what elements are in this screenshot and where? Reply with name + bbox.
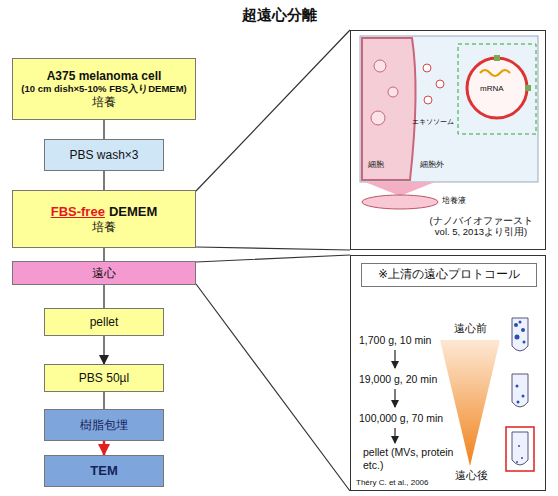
figure-label: 培養液 [442,196,466,206]
process-box: A375 melanoma cell(10 cm dish×5-10% FBS入… [12,58,196,120]
panel-text: Théry C. et al., 2006 [356,478,428,488]
zoom-line [196,255,350,491]
figure-label: 細胞 [368,160,384,170]
box-text: DEMEM [109,204,157,220]
flow-connector [103,285,104,308]
header-box: ※上清の遠心プロトコール [361,263,537,287]
panel-text: 19,000 g, 20 min [359,373,437,386]
box-text: TEM [90,463,117,479]
box-text: PBS wash×3 [69,148,138,162]
box-text: 培養 [92,95,116,109]
box-text: pellet [90,315,119,329]
process-box: PBS wash×3 [44,139,164,171]
box-content: pellet [90,315,119,329]
panel-text: 遠心前 [454,322,487,335]
flow-connector [103,171,104,190]
box-text: FBS-free [51,204,105,220]
text-row: 培養 [92,220,116,234]
box-content: PBS wash×3 [69,148,138,162]
box-content: PBS 50µl [79,371,129,385]
box-content: TEM [90,463,117,479]
panel-text: 遠心後 [455,469,488,482]
box-content: 遠心 [92,266,116,280]
diagram-title: 超遠心分離 [0,6,558,24]
figure-label: 細胞外 [420,160,444,170]
flow-connector [103,248,104,261]
panel-text: (ナノバイオファースト vol. 5, 2013より引用) [421,215,541,238]
process-box: PBS 50µl [44,364,164,392]
zoom-line [196,30,350,250]
flow-connector [103,441,106,455]
box-content: A375 melanoma cell(10 cm dish×5-10% FBS入… [21,69,186,109]
figure-panel: (ナノバイオファースト vol. 5, 2013より引用) [350,30,546,250]
panel-text: 100,000 g, 70 min [359,412,443,425]
box-text: (10 cm dish×5-10% FBS入りDEMEM) [21,83,186,94]
protocol-panel: 1,700 g, 10 min 19,000 g, 20 min 100,000 g… [350,255,546,491]
box-text: 樹脂包埋 [80,418,128,432]
process-box: pellet [44,308,164,336]
process-box: 樹脂包埋 [44,409,164,441]
process-box: 遠心 [12,261,196,285]
flow-connector [103,392,104,409]
box-text: ※上清の遠心プロトコール [378,268,520,282]
process-box: TEM [44,455,164,487]
box-text: PBS 50µl [79,371,129,385]
box-content: 樹脂包埋 [80,418,128,432]
box-content: ※上清の遠心プロトコール [378,268,520,282]
box-content: FBS-freeDEMEM培養 [51,204,158,234]
flow-connector [103,120,104,139]
panel-text: pellet (MVs, protein etc.) [363,446,458,471]
text-row: FBS-freeDEMEM [51,204,158,220]
figure-label: エキソソーム [412,118,454,126]
box-text: 培養 [92,220,116,234]
figure-label: mRNA [480,84,504,94]
box-text: A375 melanoma cell [47,69,162,83]
process-box: FBS-freeDEMEM培養 [12,190,196,248]
flow-connector [103,336,104,364]
panel-text: 1,700 g, 10 min [359,334,431,347]
box-text: 遠心 [92,266,116,280]
